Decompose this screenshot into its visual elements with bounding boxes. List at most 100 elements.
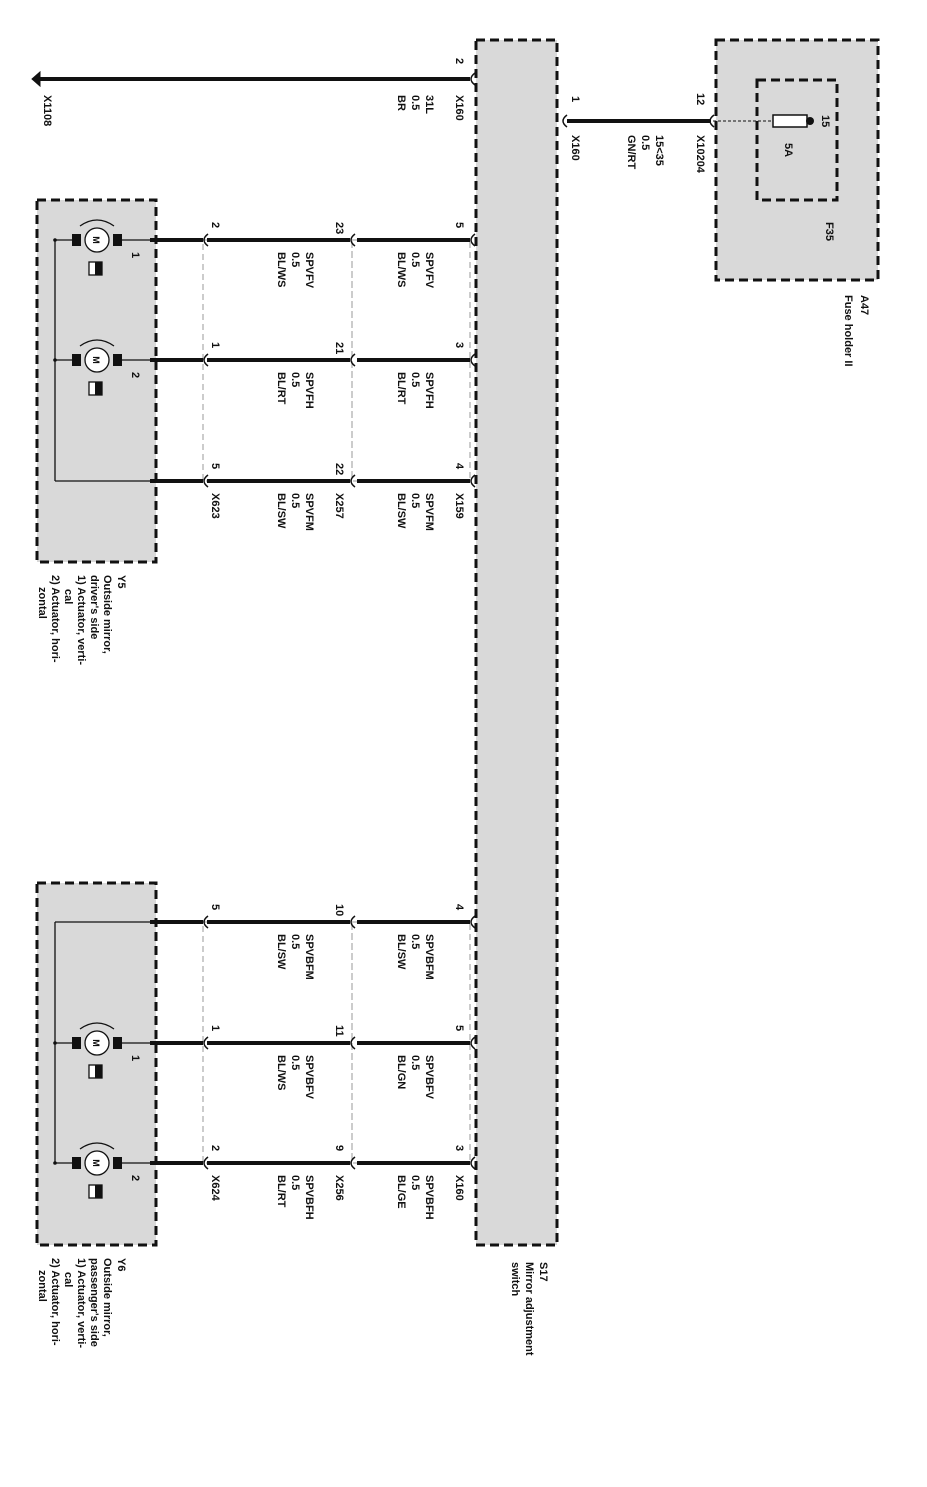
mirror-id: Y6 bbox=[115, 1258, 127, 1271]
wire-label: SPVBFV bbox=[423, 1055, 435, 1100]
motor-brush-icon bbox=[72, 1157, 81, 1169]
pin-label: 5 bbox=[209, 463, 221, 469]
connector-label: X160 bbox=[569, 135, 581, 161]
wire-label: 0.5 bbox=[409, 372, 421, 387]
motor-pin-label: 1 bbox=[129, 252, 141, 258]
wire-label: BL/WS bbox=[275, 252, 287, 287]
pin-label: 3 bbox=[453, 1145, 465, 1151]
rotation-arrow-icon bbox=[79, 219, 115, 227]
pin-label: 1 bbox=[209, 342, 221, 348]
connector-label: X160 bbox=[453, 95, 465, 121]
junction-dot bbox=[53, 1041, 57, 1045]
motor-m-glyph: M bbox=[91, 236, 101, 244]
wire-label: 0.5 bbox=[289, 252, 301, 267]
wire-label: BL/RT bbox=[275, 1175, 287, 1208]
wire-label: SPVFV bbox=[303, 252, 315, 289]
switch-box-s17 bbox=[474, 38, 559, 1247]
wire-label: 31L bbox=[423, 95, 435, 114]
junction-dot bbox=[53, 358, 57, 362]
mirror-description: driver's side bbox=[88, 575, 100, 639]
motor-m-glyph: M bbox=[91, 1039, 101, 1047]
connector-symbol bbox=[350, 233, 356, 247]
fuse-icon bbox=[772, 114, 808, 128]
mirror-description: passenger's side bbox=[88, 1258, 100, 1347]
pin-label: 1 bbox=[209, 1025, 221, 1031]
wire-label: SPVBFM bbox=[423, 934, 435, 980]
wire-label: 0.5 bbox=[409, 1055, 421, 1070]
wire-label: 0.5 bbox=[289, 1055, 301, 1070]
motor-icon bbox=[84, 1030, 110, 1056]
connector-symbol bbox=[203, 353, 209, 367]
wire-label: SPVFH bbox=[303, 372, 315, 409]
wire-label: BR bbox=[395, 95, 407, 111]
motor-brush-icon bbox=[72, 354, 81, 366]
connector-label: X159 bbox=[453, 493, 465, 519]
pin-label: 3 bbox=[453, 342, 465, 348]
motor-brush-icon bbox=[113, 1037, 122, 1049]
fuse-holder-name: Fuse holder II bbox=[842, 295, 854, 367]
ground-connector-label: X1108 bbox=[41, 95, 53, 126]
pin-label: 12 bbox=[694, 93, 706, 105]
mirror-box-y5 bbox=[35, 198, 158, 564]
actuator-direction-icon bbox=[95, 382, 102, 395]
connector-label: X624 bbox=[209, 1175, 221, 1202]
connector-label: X256 bbox=[333, 1175, 345, 1201]
wire-label: BL/SW bbox=[395, 493, 407, 529]
wire-label: 0.5 bbox=[289, 372, 301, 387]
wire-label: 15<35 bbox=[653, 135, 665, 166]
wire-label: GN/RT bbox=[625, 135, 637, 170]
wire-label: SPVFM bbox=[303, 493, 315, 531]
wire-label: SPVBFH bbox=[303, 1175, 315, 1220]
wire-label: BL/SW bbox=[275, 934, 287, 970]
connector-label: X10204 bbox=[694, 135, 706, 174]
pin-label: 1 bbox=[569, 96, 581, 102]
connector-symbol bbox=[350, 915, 356, 929]
connector-symbol bbox=[203, 233, 209, 247]
mirror-description: Outside mirror, bbox=[101, 575, 113, 654]
wire-label: BL/WS bbox=[275, 1055, 287, 1090]
mirror-description: zontal bbox=[36, 587, 48, 619]
mirror-description: zontal bbox=[36, 1270, 48, 1302]
fuse-holder-id: A47 bbox=[858, 295, 870, 315]
pin-label: 4 bbox=[453, 904, 465, 911]
fuse-holder-box-a47 bbox=[714, 38, 880, 282]
pin-label: 4 bbox=[453, 463, 465, 470]
connector-symbol bbox=[203, 915, 209, 929]
mirror-description: 2) Actuator, hori- bbox=[49, 575, 61, 663]
pin-label: 10 bbox=[333, 904, 345, 916]
wire-label: BL/GE bbox=[395, 1175, 407, 1209]
wire-label: SPVFH bbox=[423, 372, 435, 409]
connector-label: X257 bbox=[333, 493, 345, 519]
wire-label: 0.5 bbox=[409, 1175, 421, 1190]
pin-label: 2 bbox=[209, 1145, 221, 1151]
motor-m-glyph: M bbox=[91, 1159, 101, 1167]
connector-symbol bbox=[470, 915, 476, 929]
mirror-description: 2) Actuator, hori- bbox=[49, 1258, 61, 1346]
pin-label: 23 bbox=[333, 222, 345, 234]
motor-brush-icon bbox=[113, 354, 122, 366]
wire-label: BL/RT bbox=[275, 372, 287, 405]
wire-label: 0.5 bbox=[409, 95, 421, 110]
motor-brush-icon bbox=[72, 1037, 81, 1049]
wire-label: 0.5 bbox=[409, 493, 421, 508]
wire-label: 0.5 bbox=[289, 493, 301, 508]
mirror-description: cal bbox=[62, 1272, 74, 1287]
connector-symbol bbox=[203, 474, 209, 488]
connector-symbol bbox=[350, 474, 356, 488]
motor-m-glyph: M bbox=[91, 356, 101, 364]
pin-label: 5 bbox=[209, 904, 221, 910]
motor-pin-label: 2 bbox=[129, 372, 141, 378]
switch-id: S17 bbox=[537, 1262, 549, 1282]
wire-label: 0.5 bbox=[289, 1175, 301, 1190]
motor-brush-icon bbox=[113, 234, 122, 246]
wire-label: 0.5 bbox=[409, 934, 421, 949]
connector-label: X623 bbox=[209, 493, 221, 519]
motor-icon bbox=[84, 347, 110, 373]
connector-symbol bbox=[709, 114, 715, 128]
mirror-description: 1) Actuator, verti- bbox=[75, 1258, 87, 1348]
wire-label: 0.5 bbox=[289, 934, 301, 949]
wire-label: SPVFM bbox=[423, 493, 435, 531]
pin-label: 21 bbox=[333, 342, 345, 354]
connector-symbol bbox=[470, 233, 476, 247]
pin-label: 15 bbox=[819, 115, 831, 127]
